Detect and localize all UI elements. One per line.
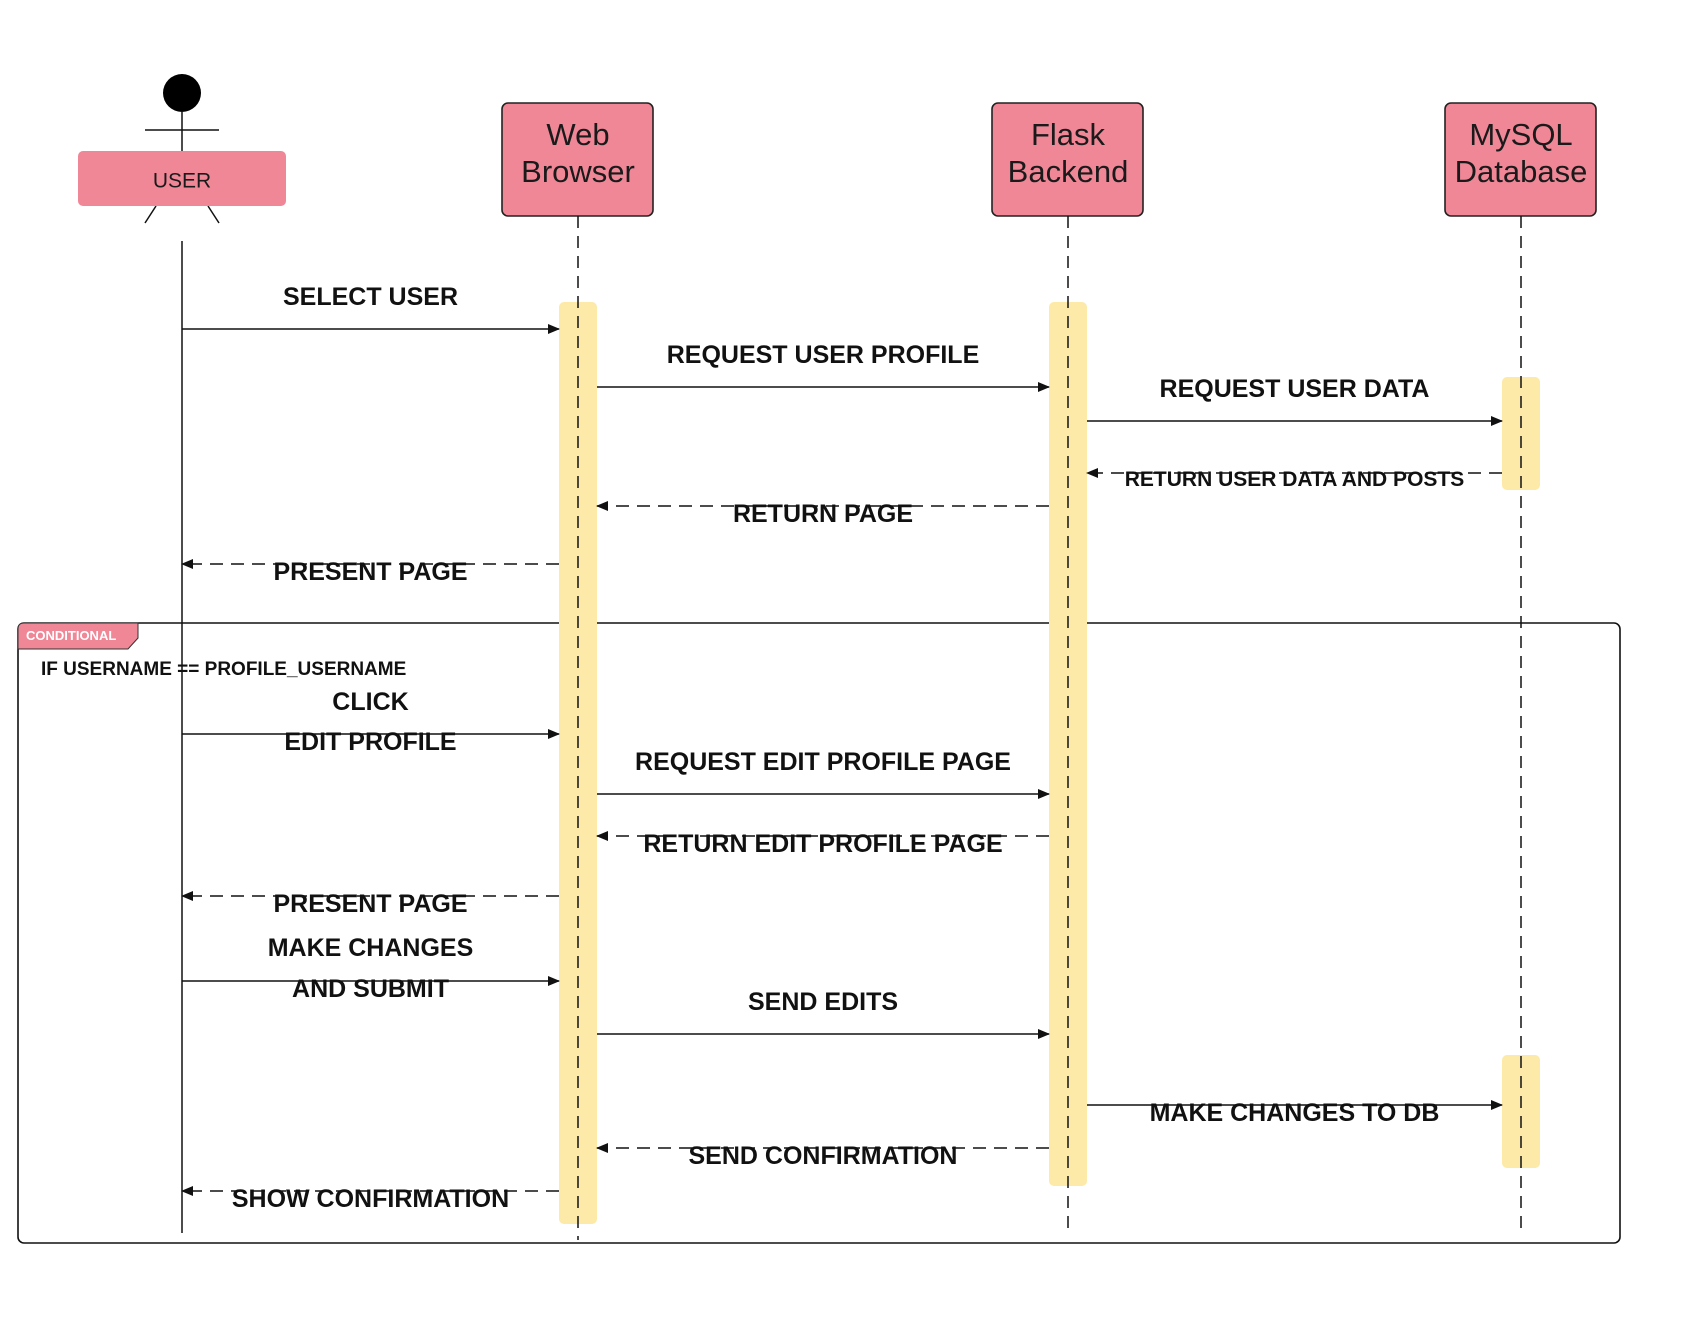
message-label: SEND EDITS — [748, 988, 898, 1016]
message-label: PRESENT PAGE — [273, 558, 467, 586]
participant-label-line: MySQL — [1469, 117, 1572, 152]
messages-group: SELECT USER REQUEST USER PROFILE REQUEST U… — [181, 283, 1503, 1213]
activation-bar-mysql — [1502, 377, 1540, 490]
frame-condition: IF USERNAME == PROFILE_USERNAME — [41, 659, 406, 680]
message-label: RETURN PAGE — [733, 500, 913, 528]
participant-label-line: Web — [546, 117, 609, 152]
participant-label-line: Backend — [1008, 154, 1129, 189]
participant-label-line: Flask — [1031, 117, 1106, 152]
participant-label-line: Database — [1455, 154, 1588, 189]
message-label: REQUEST EDIT PROFILE PAGE — [635, 748, 1011, 776]
activation-bar-mysql — [1502, 1055, 1540, 1168]
message-label: AND SUBMIT — [292, 975, 449, 1003]
actor-head — [163, 74, 201, 112]
actor-label-box — [78, 151, 286, 206]
message-label: REQUEST USER DATA — [1160, 375, 1430, 403]
message-label: RETURN USER DATA AND POSTS — [1125, 468, 1465, 491]
frame-tag — [17, 622, 139, 650]
message-label: CLICK — [332, 688, 408, 716]
message-label: RETURN EDIT PROFILE PAGE — [643, 830, 1002, 858]
message-label: MAKE CHANGES — [268, 934, 474, 962]
conditional-frame: CONDITIONAL IF USERNAME == PROFILE_USERN… — [17, 622, 1621, 1244]
message-label: SEND CONFIRMATION — [689, 1142, 958, 1170]
message-label: SELECT USER — [283, 283, 458, 311]
participant-label-line: Browser — [521, 154, 635, 189]
frame-tag-label: CONDITIONAL — [26, 628, 116, 643]
actor-label: USER — [153, 170, 211, 193]
message-label: REQUEST USER PROFILE — [667, 341, 980, 369]
actor-user: USER — [78, 74, 286, 224]
message-label: SHOW CONFIRMATION — [232, 1185, 509, 1213]
message-label: MAKE CHANGES TO DB — [1150, 1099, 1440, 1127]
participant-browser: Web Browser — [501, 102, 654, 217]
message-label: EDIT PROFILE — [284, 728, 456, 756]
participant-flask: Flask Backend — [991, 102, 1144, 217]
participant-mysql: MySQL Database — [1444, 102, 1597, 217]
message-label: PRESENT PAGE — [273, 890, 467, 918]
